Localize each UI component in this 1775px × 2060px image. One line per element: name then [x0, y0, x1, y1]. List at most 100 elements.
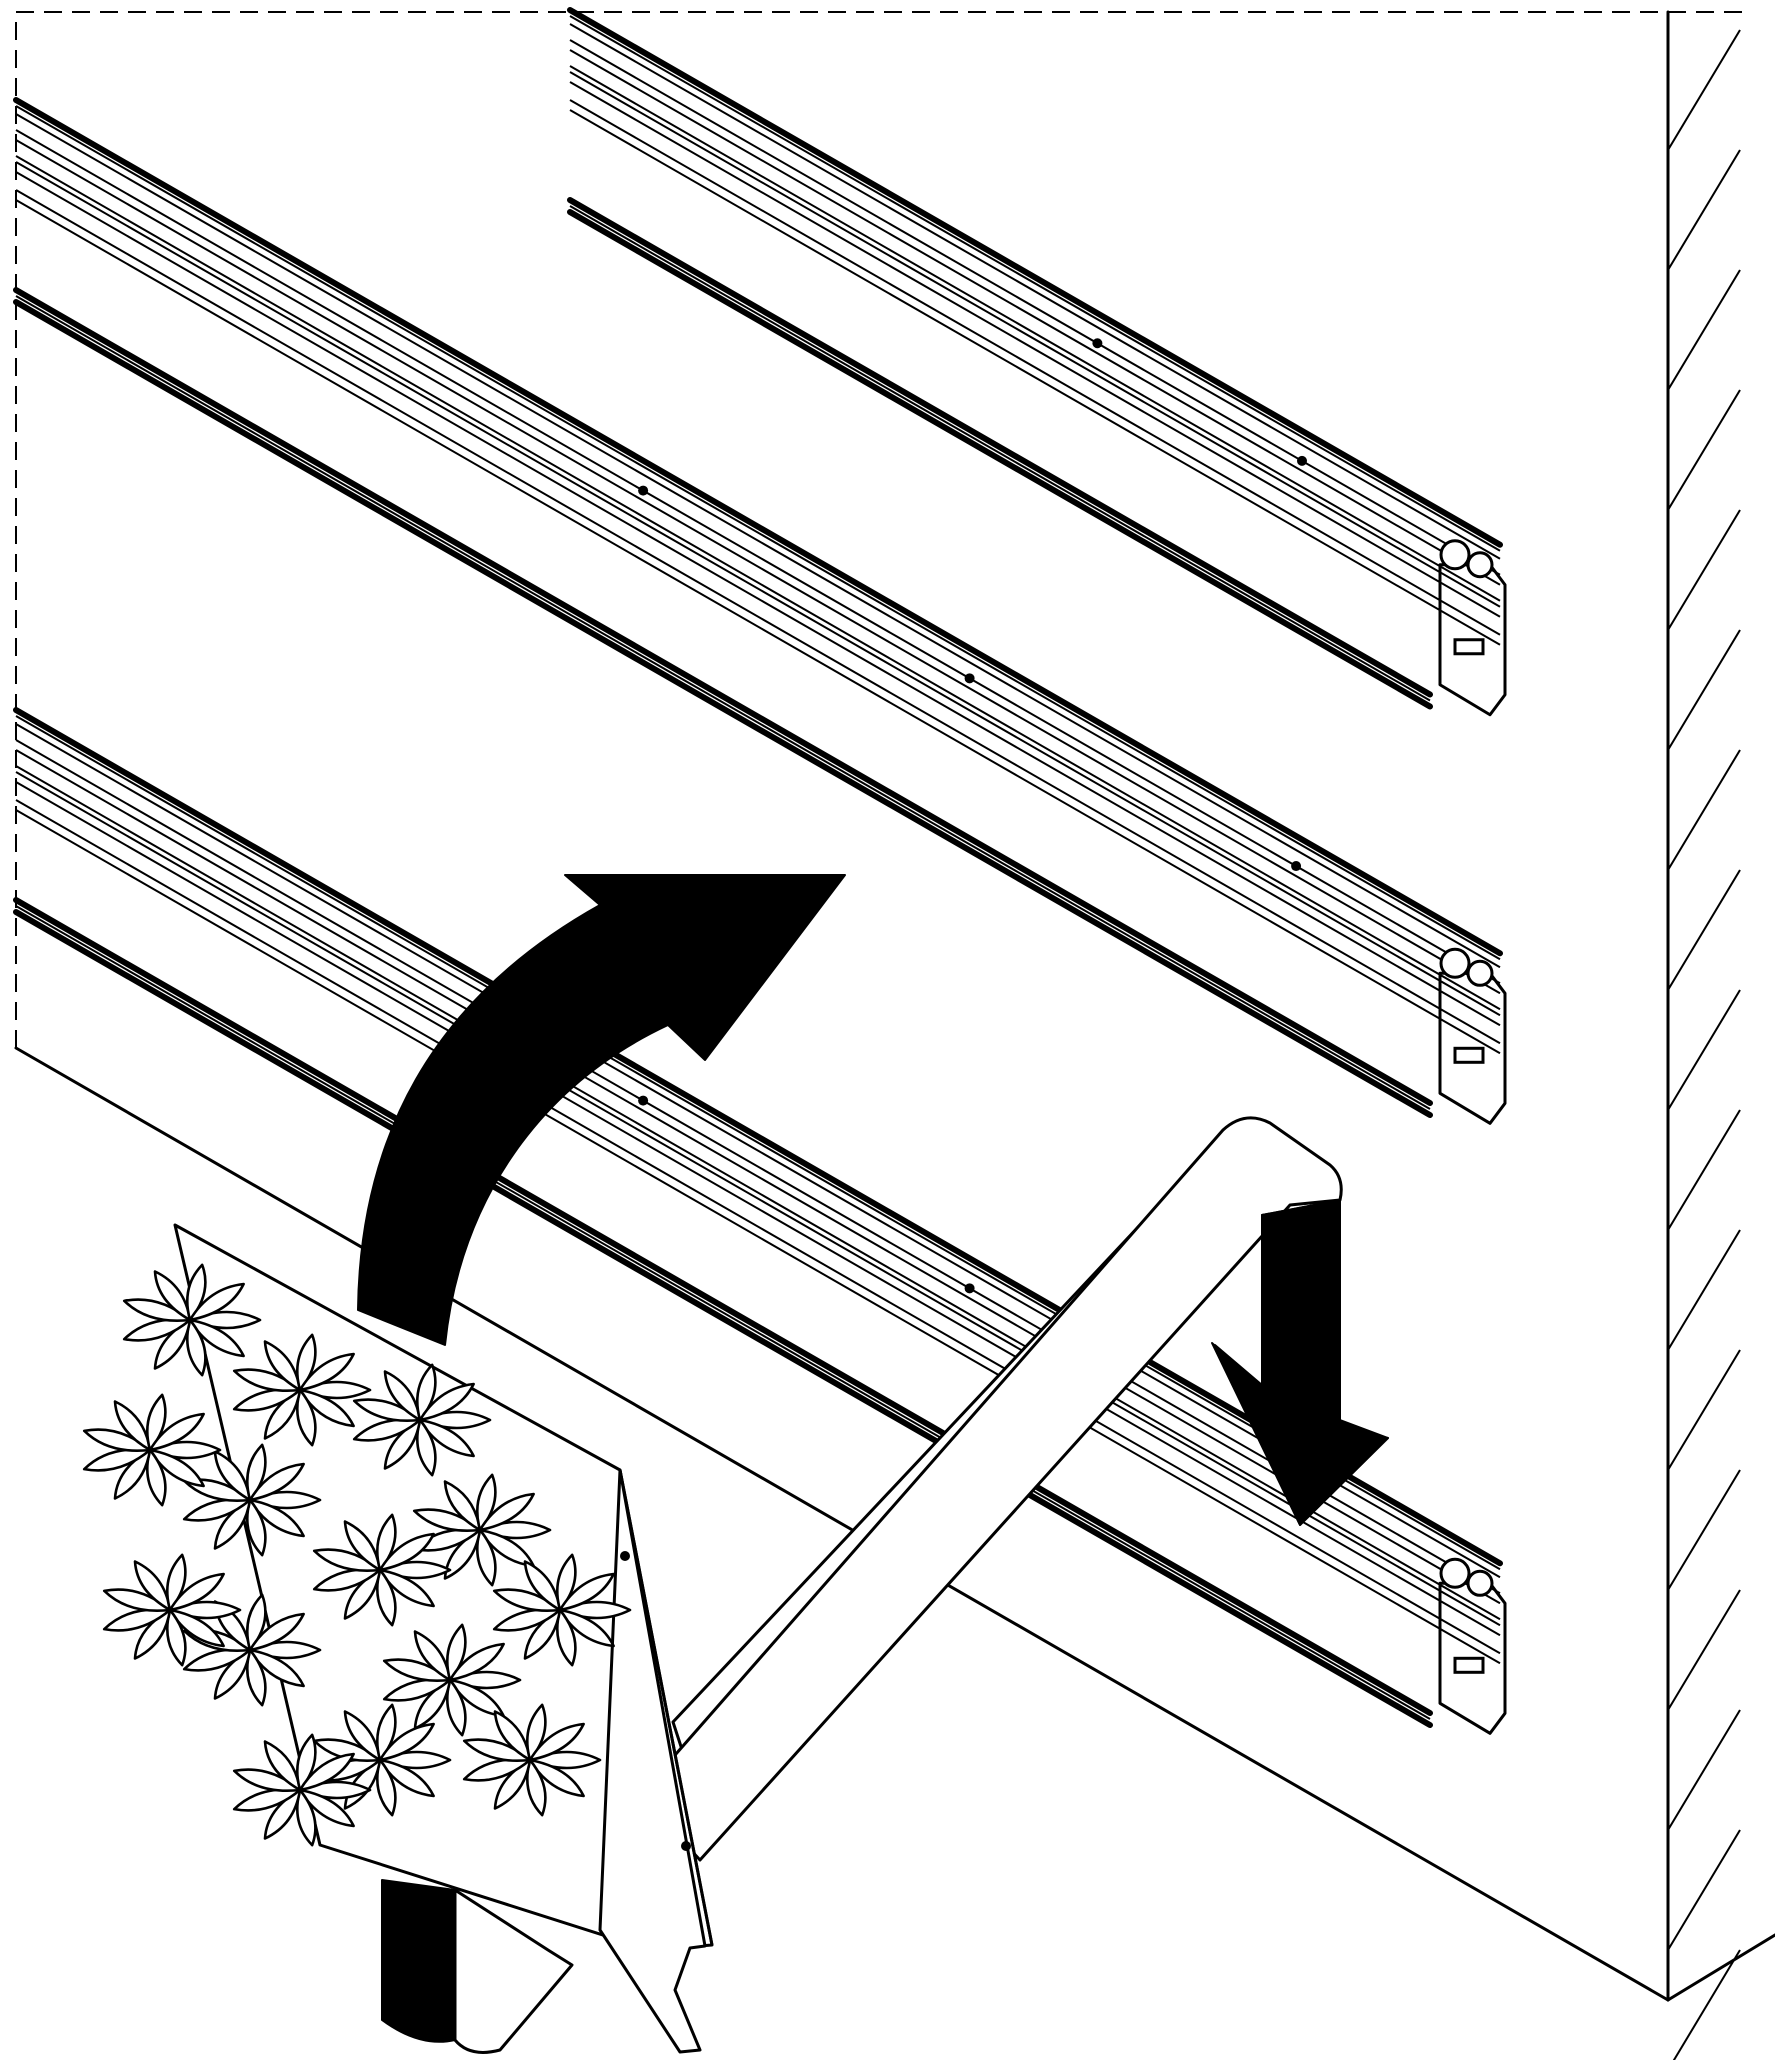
- leaf: [383, 1370, 422, 1422]
- plant-rosette: [82, 1393, 222, 1507]
- rail-edge: [569, 81, 1501, 618]
- plant-rosette: [182, 1593, 322, 1707]
- rail-edge: [15, 749, 1501, 1605]
- hatch-line: [1667, 149, 1741, 271]
- rail-end-slot: [1453, 1046, 1485, 1064]
- leaf: [376, 1703, 397, 1762]
- leaf: [528, 1758, 585, 1798]
- leaf: [263, 1340, 302, 1392]
- rail-end-clip: [1466, 551, 1494, 579]
- leaf: [166, 1553, 187, 1612]
- leaf: [298, 1752, 355, 1792]
- rail-edge: [569, 39, 1501, 576]
- rail-end-clip: [1466, 1569, 1494, 1597]
- plant-rosette: [182, 1443, 322, 1557]
- leaf: [446, 1678, 467, 1737]
- hatch-line: [1667, 629, 1741, 751]
- hatch-line: [1667, 1349, 1741, 1471]
- rail-edge: [567, 209, 1433, 710]
- hatch-line: [1667, 749, 1741, 871]
- leaf: [478, 1492, 535, 1532]
- rail-edge: [15, 809, 1501, 1665]
- leaf: [476, 1473, 497, 1532]
- hatch-line: [1667, 269, 1741, 391]
- hatch-line: [1667, 1829, 1741, 1951]
- rail-edge: [567, 197, 1433, 698]
- leaf: [113, 1400, 152, 1452]
- rail-edge: [15, 739, 1501, 1595]
- rail-edge: [13, 287, 1433, 1107]
- rail-edge: [15, 905, 1431, 1720]
- hatch-line: [1667, 29, 1741, 151]
- leaf: [246, 1648, 267, 1707]
- hatch-line: [1667, 1229, 1741, 1351]
- leaf: [148, 1448, 205, 1488]
- leaf: [523, 1560, 562, 1612]
- plant-rosette: [122, 1263, 262, 1377]
- rail-top: [567, 7, 1507, 717]
- rail-end-clip: [1439, 947, 1471, 979]
- leaf: [146, 1393, 167, 1452]
- plant-rosette: [462, 1703, 602, 1817]
- curved-arrow: [357, 874, 846, 1346]
- leaf: [166, 1608, 187, 1667]
- leaf: [448, 1642, 505, 1682]
- rail-screw: [1297, 455, 1307, 466]
- leaf: [416, 1363, 437, 1422]
- hatch-line: [1667, 989, 1741, 1111]
- leaf: [378, 1532, 435, 1572]
- leaf: [186, 1263, 207, 1322]
- leaf: [526, 1703, 547, 1762]
- rail-edge: [13, 897, 1433, 1717]
- leaf: [558, 1572, 615, 1612]
- leaf: [168, 1572, 225, 1612]
- leaf: [188, 1282, 245, 1322]
- leaf: [493, 1710, 532, 1762]
- rail-end-clip: [1439, 539, 1471, 571]
- leaf: [556, 1608, 577, 1667]
- leaf: [248, 1612, 305, 1652]
- leaf: [296, 1733, 317, 1792]
- leaf: [558, 1608, 615, 1648]
- leaf: [296, 1333, 317, 1392]
- rail-edge: [15, 105, 1501, 961]
- leaf: [186, 1318, 207, 1377]
- leaf: [526, 1758, 547, 1817]
- rail-edge: [15, 139, 1501, 995]
- rail-edge: [15, 295, 1431, 1110]
- plant-rosette: [352, 1363, 492, 1477]
- rail-screw: [1092, 338, 1103, 349]
- hatch-line: [1667, 1709, 1741, 1831]
- leaf: [343, 1520, 382, 1572]
- hatch-line: [1667, 389, 1741, 511]
- rail-screw: [638, 485, 649, 496]
- leaf: [146, 1448, 167, 1507]
- rail-end-slot: [1453, 1656, 1485, 1674]
- leaf: [168, 1608, 225, 1648]
- rail-edge: [15, 189, 1501, 1045]
- rail-edge: [15, 161, 1501, 1017]
- rail-edge: [569, 109, 1501, 646]
- rail-edge: [15, 171, 1501, 1027]
- leaf: [246, 1593, 267, 1652]
- leaf: [248, 1648, 305, 1688]
- leaf: [443, 1480, 482, 1532]
- leaf: [298, 1788, 355, 1828]
- leaf: [296, 1788, 317, 1847]
- rail-screw: [638, 1095, 649, 1106]
- leaf: [376, 1513, 397, 1572]
- rail-edge: [569, 49, 1501, 586]
- rail-edge: [15, 781, 1501, 1637]
- rail-edge: [15, 765, 1501, 1621]
- plant-rosette: [412, 1473, 552, 1587]
- leaf: [446, 1623, 467, 1682]
- leaf: [528, 1722, 585, 1762]
- leaf: [263, 1740, 302, 1792]
- hatch-line: [1667, 869, 1741, 991]
- plant-rosette: [382, 1623, 522, 1737]
- hatch-line: [1667, 1109, 1741, 1231]
- hatch-line: [1667, 1589, 1741, 1711]
- wall-side-face: [1666, 10, 1775, 2060]
- leaf: [418, 1382, 475, 1422]
